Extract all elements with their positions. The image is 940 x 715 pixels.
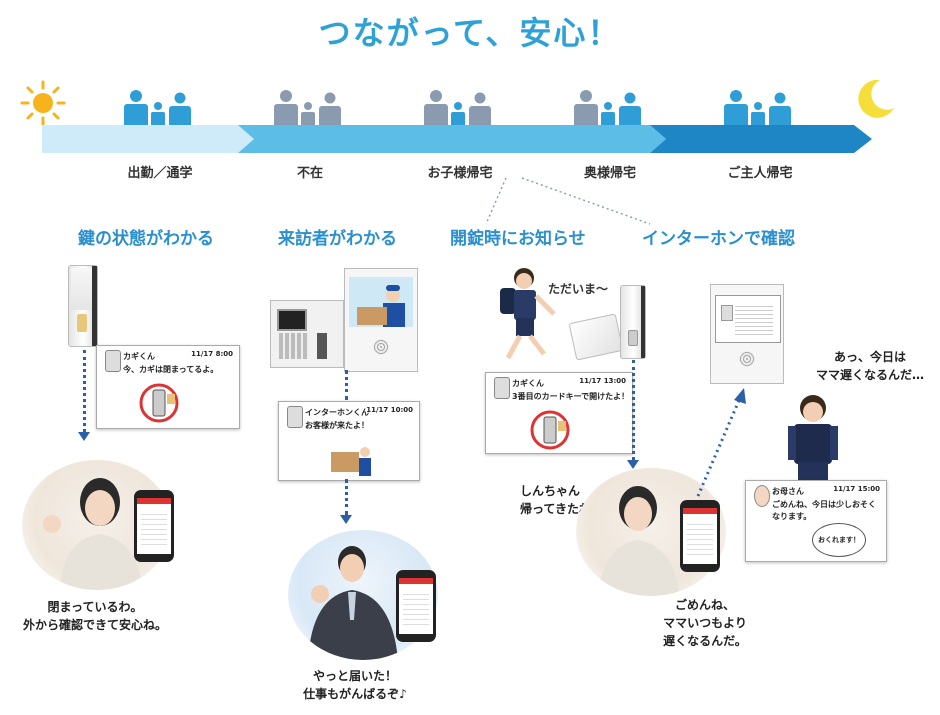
speech-child-reply: あっ、今日は ママ遅くなるんだ… bbox=[815, 350, 924, 382]
stage-absent: 不在 bbox=[296, 166, 323, 181]
speech-child-home: ただいま〜 bbox=[548, 282, 609, 296]
stamp-late: おくれます！ bbox=[812, 523, 866, 557]
feature-unlock-notify: 開錠時にお知らせ bbox=[450, 229, 586, 249]
robot-key-icon bbox=[105, 350, 121, 372]
key-mascot-icon bbox=[139, 383, 179, 423]
feature-visitor: 来訪者がわかる bbox=[278, 229, 397, 249]
connector-line-child bbox=[632, 360, 635, 460]
intercom-outdoor-unit bbox=[270, 300, 344, 368]
family-icon-husband-home bbox=[724, 90, 791, 128]
speech-mother-reply: ごめんね、 ママいつもより 遅くなるんだ。 bbox=[663, 598, 747, 648]
connector-line-intercom-1 bbox=[345, 370, 348, 400]
timeline-bar bbox=[42, 125, 872, 153]
family-icon-wife-home bbox=[574, 90, 641, 128]
smart-lock-device bbox=[68, 265, 98, 347]
family-icon-child-home bbox=[424, 90, 491, 128]
speech-husband: やっと届いた！ 仕事もがんばるぞ♪ bbox=[303, 669, 407, 701]
indoor-monitor bbox=[710, 284, 784, 384]
photo-child-standing bbox=[788, 395, 838, 484]
mother-avatar-icon bbox=[754, 485, 770, 507]
arrow-down-icon bbox=[340, 515, 352, 524]
intercom-monitor bbox=[344, 268, 418, 372]
notification-card-intercom: 11/17 10:00 インターホンくん お客様が来たよ！ bbox=[278, 401, 420, 481]
speech-mother-afternoon: しんちゃん 帰ってきたわ bbox=[520, 484, 592, 516]
speech-mother-morning: 閉まっているわ。 外から確認できて安心ね。 bbox=[22, 600, 167, 632]
notification-card-lock: 11/17 8:00 カギくん 今、カギは閉まってるよ。 bbox=[96, 345, 240, 429]
stage-wife-home: 奥様帰宅 bbox=[583, 166, 636, 181]
arrow-down-icon bbox=[78, 432, 90, 441]
family-icon-commute bbox=[124, 90, 191, 128]
robot-key-icon bbox=[494, 377, 510, 399]
page-title: つながって、安心！ bbox=[318, 14, 622, 52]
stage-connector-lines bbox=[485, 177, 651, 225]
key-mascot-icon bbox=[530, 410, 570, 450]
smartphone-lock-app bbox=[134, 490, 174, 562]
notification-card-child: 11/17 13:00 カギくん 3番目のカードキーで開けたよ！ bbox=[485, 372, 633, 454]
stage-child-home: お子様帰宅 bbox=[427, 166, 493, 181]
connector-line-reply bbox=[696, 388, 746, 497]
connector-line-lock bbox=[83, 350, 86, 432]
smartphone-message-app bbox=[680, 500, 720, 572]
smartphone-intercom-app bbox=[396, 570, 436, 642]
family-icon-absent bbox=[274, 90, 341, 128]
card-key bbox=[568, 313, 624, 361]
delivery-box-icon bbox=[331, 447, 371, 476]
feature-lock-status: 鍵の状態がわかる bbox=[78, 229, 214, 249]
stage-husband-home: ご主人帰宅 bbox=[727, 166, 793, 181]
notification-card-mother: 11/17 15:00 お母さん ごめんね、今日は少しおそく なります。 おくれ… bbox=[745, 480, 887, 562]
photo-child-running bbox=[500, 268, 556, 360]
moon-icon bbox=[858, 79, 894, 118]
arrow-down-icon bbox=[627, 460, 639, 469]
stage-commute: 出勤／通学 bbox=[127, 166, 193, 181]
sun-icon bbox=[20, 80, 66, 126]
robot-intercom-icon bbox=[287, 406, 303, 428]
feature-intercom-check: インターホンで確認 bbox=[642, 229, 795, 249]
delivery-person-icon bbox=[357, 285, 405, 327]
smart-lock-device-2 bbox=[620, 285, 646, 359]
connector-line-intercom-2 bbox=[345, 479, 348, 515]
